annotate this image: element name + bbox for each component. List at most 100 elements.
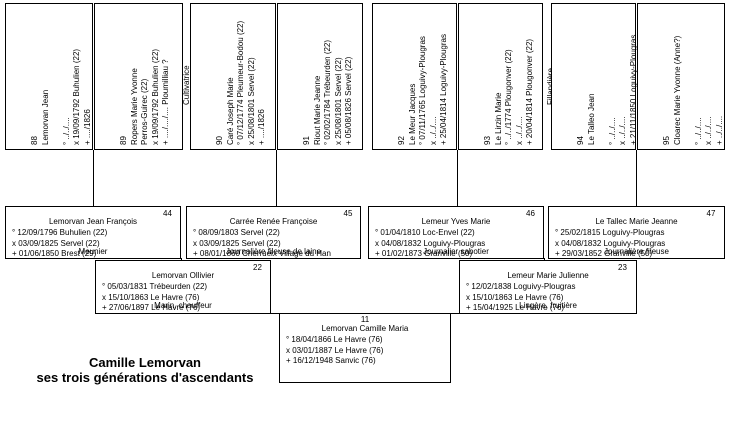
- marriage-event: x 04/08/1832 Loguivy-Plougras: [375, 238, 486, 248]
- ancestor-number: 91: [302, 136, 311, 145]
- birth-event: ° 25/02/1815 Loguivy-Plougras: [555, 228, 665, 237]
- death-event: + 29/03/1852 Granville (50): [555, 249, 653, 258]
- ancestor-line: ° ../../1774 Plougonver (22): [504, 49, 513, 145]
- ancestor-number: 11: [360, 315, 370, 324]
- ancestor-number: 90: [215, 136, 224, 145]
- ancestor-line: Le Talleo Jean: [586, 93, 596, 145]
- ancestor-number: 93: [483, 136, 492, 145]
- connector: [93, 150, 94, 207]
- ancestor-line: Cloarec Marie Yvonne (Anne?): [672, 35, 682, 145]
- ancestor-number: 88: [30, 136, 39, 145]
- ancestor-line: + ..../..../.... Ploumilliau ?: [161, 59, 170, 145]
- person-name: Lemeur Marie Julienne: [507, 271, 589, 280]
- ancestor-number: 94: [576, 136, 585, 145]
- occupation: Journalière fileuse de laine: [225, 247, 322, 256]
- ancestor-line: [683, 8, 694, 145]
- death-event: + 16/12/1948 Sanvic (76): [286, 356, 376, 365]
- ancestor-line: [536, 8, 547, 145]
- ancestor-line: ° ../../....: [693, 117, 703, 145]
- ancestor-line: x ../../....: [428, 116, 438, 145]
- person-name: Carrée Renée Françoise: [229, 217, 318, 226]
- ancestor-line: ° ../../....: [607, 117, 617, 145]
- birth-event: ° 01/04/1810 Loc-Envel (22): [375, 228, 475, 237]
- ancestor-number: 46: [526, 209, 535, 218]
- person-name: Lemorvan Camille Maria: [321, 324, 409, 333]
- birth-event: ° 08/09/1803 Servel (22): [193, 228, 280, 237]
- ancestor-line: x ../../....: [514, 116, 524, 145]
- birth-event: ° 05/03/1831 Trébeurden (22): [102, 282, 208, 291]
- occupation: Journalière fileuse: [604, 247, 669, 256]
- ancestor-line: [51, 8, 62, 145]
- death-event: + 01/06/1850 Brest (29): [12, 249, 97, 258]
- ancestor-line: + ../../....: [714, 115, 724, 145]
- marriage-event: x 03/09/1825 Servel (22): [193, 238, 281, 248]
- ancestor-line: x ../../....: [618, 116, 627, 145]
- ancestor-line: + 05/08/1826 Servel (22): [344, 56, 353, 145]
- ancestor-line: Perros-Guirec (22): [140, 78, 149, 145]
- connector: [544, 258, 545, 261]
- ancestor-line: + ..../1826: [82, 109, 92, 145]
- ancestor-number: 44: [163, 209, 172, 218]
- marriage-event: x 03/01/1887 Le Havre (76): [286, 345, 384, 355]
- ancestor-number: 92: [397, 136, 406, 145]
- ancestor-number: 23: [618, 263, 627, 272]
- ancestor-line: [172, 8, 183, 145]
- person-name: Le Tallec Marie Jeanne: [595, 217, 678, 226]
- person-name: Lemorvan Ollivier: [151, 271, 215, 280]
- occupation: Journalier sabotier: [423, 247, 489, 256]
- ancestor-line: Le Lirzin Marie: [493, 92, 503, 145]
- chart-title: Camille Lemorvan ses trois générations d…: [20, 355, 270, 385]
- birth-event: ° 12/09/1796 Buhulien (22): [12, 228, 108, 237]
- ancestor-line: ° 02/02/1784 Trébeurden (22): [323, 39, 332, 145]
- death-event: + 01/02/1873 Granville (50): [375, 249, 473, 258]
- birth-event: ° 18/04/1866 Le Havre (76): [286, 335, 383, 344]
- connector: [271, 313, 280, 314]
- ancestor-line: + ..../1826: [257, 109, 266, 145]
- marriage-event: x 03/09/1825 Servel (22): [12, 238, 100, 248]
- ancestor-number: 45: [343, 209, 353, 218]
- ancestor-line: Ropers Marie Yvonne: [129, 68, 139, 145]
- ancestor-line: ° ../../....: [61, 117, 71, 145]
- ancestor-line: x 19/09/1792 Buhulien (22): [150, 48, 160, 145]
- connector: [276, 150, 277, 207]
- ancestor-line: ° 07/12/1774 Pleumeur-Bodou (22): [236, 20, 245, 145]
- title-line-2: ses trois générations d'ascendants: [36, 370, 254, 385]
- ancestor-line: + 20/04/1814 Plougonver (22): [525, 38, 534, 145]
- occupation: Lingère, fruitière: [519, 301, 577, 310]
- connector: [450, 313, 459, 314]
- marriage-event: x 15/10/1863 Le Havre (76): [466, 292, 564, 302]
- connector: [457, 150, 458, 207]
- ancestor-number: 95: [662, 136, 671, 145]
- connector: [636, 150, 637, 207]
- occupation: Meunier: [78, 247, 108, 256]
- death-event: + 08/01/1860 Cherrueix Village du Han: [193, 249, 331, 258]
- ancestor-line: Le Meur Jacques: [407, 83, 417, 145]
- ancestor-line: x ../../....: [704, 116, 713, 145]
- ancestor-line: x 19/09/1792 Buhulien (22): [72, 48, 81, 145]
- ancestor-line: Lemorvan Jean: [40, 89, 50, 145]
- ancestor-line: Riout Marie Jeanne: [312, 75, 322, 145]
- connector: [181, 258, 182, 261]
- ancestor-line: x 25/08/1801 Servel (22): [333, 57, 343, 145]
- person-name: Lemeur Yves Marie: [421, 217, 491, 226]
- marriage-event: x 15/10/1863 Le Havre (76): [102, 292, 200, 302]
